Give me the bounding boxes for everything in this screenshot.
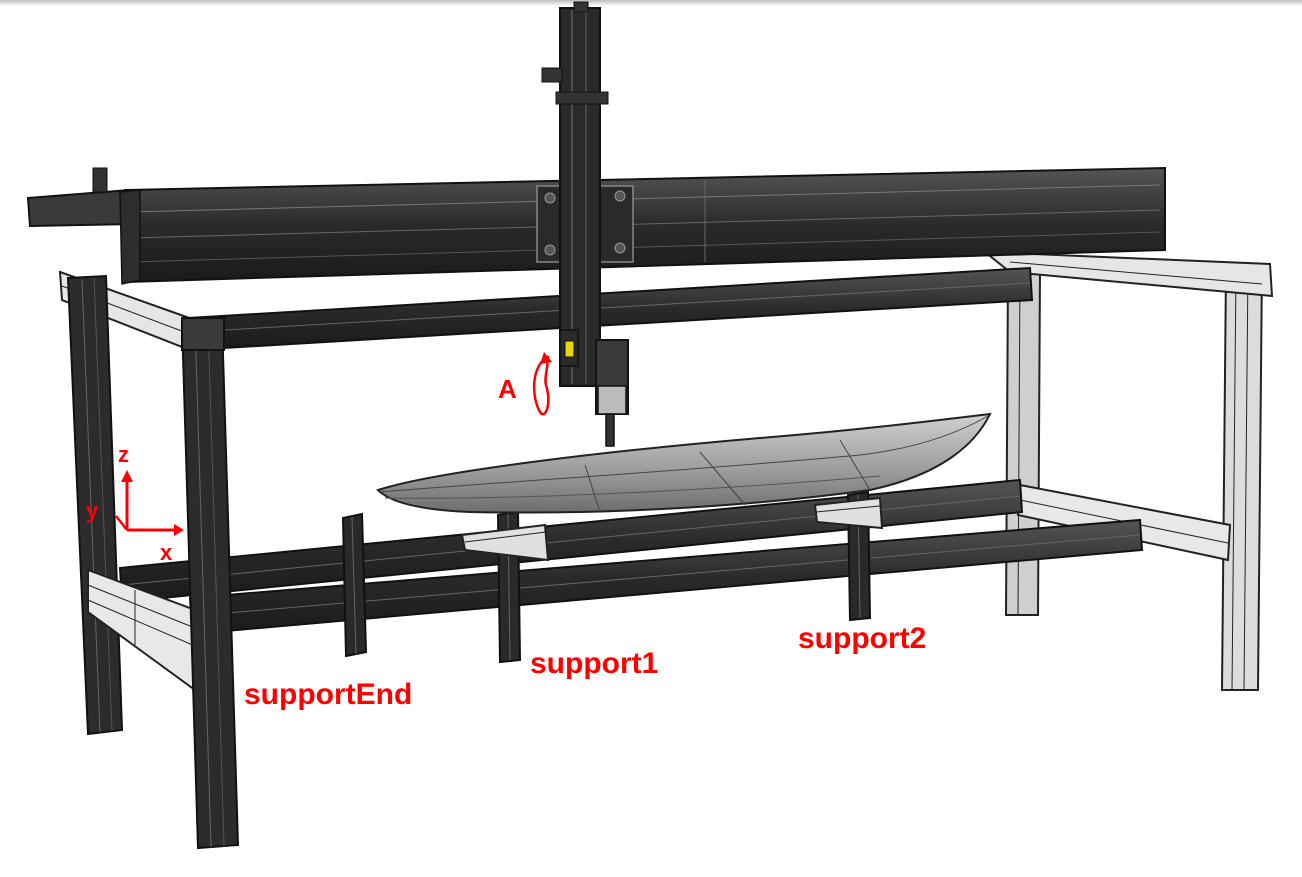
spindle-accent-block [564,340,575,358]
front-left-leg [180,317,240,850]
rotation-arrow [532,352,552,416]
rear-right-leg [1004,264,1264,691]
rotation-a-label: A [498,374,517,404]
spindle-assembly [541,1,629,447]
support-end-label: supportEnd [244,678,412,711]
support-end [341,512,368,658]
coordinate-axes [115,470,184,536]
support-2-label: support2 [798,622,926,655]
window-top-shadow [0,0,1302,6]
support-1-label: support1 [530,647,658,680]
gantry-beam [26,166,1166,285]
axis-y-label: y [86,498,99,523]
support-1 [460,510,550,664]
axis-z-label: z [118,442,129,467]
axis-x-label: x [160,540,173,565]
surfboard [376,412,992,514]
support-2 [813,490,884,622]
